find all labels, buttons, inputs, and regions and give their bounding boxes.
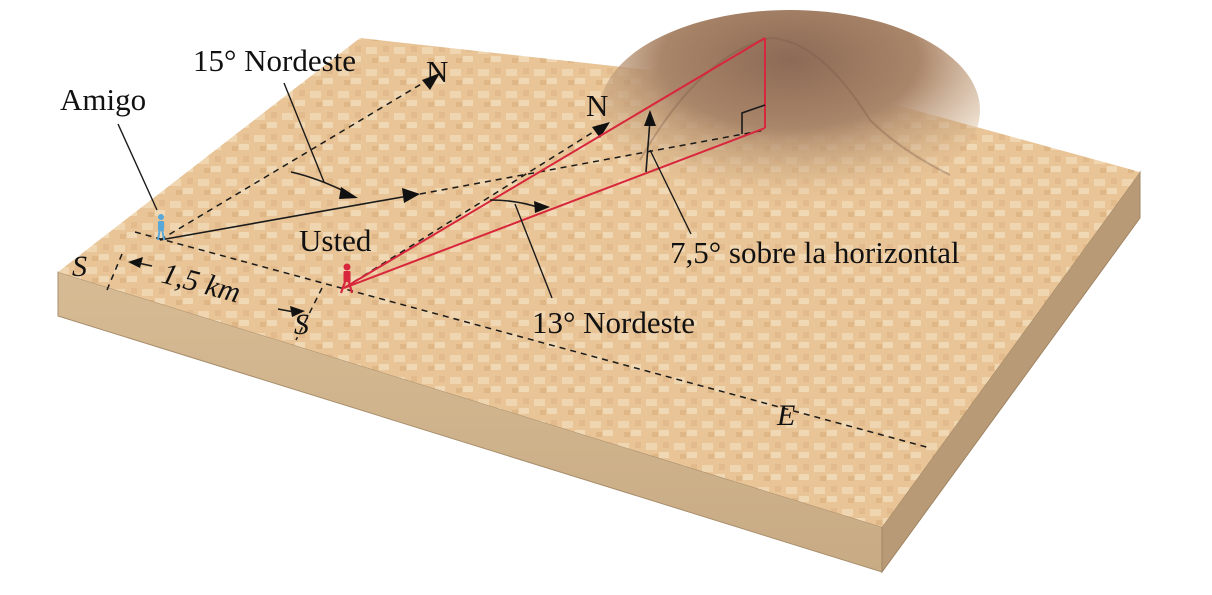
distance-dash-right: [277, 308, 295, 313]
your-north-line: [343, 128, 599, 289]
your-bearing-leader: [514, 203, 553, 299]
friend-bearing-label: 15° Nordeste: [193, 43, 356, 78]
friend-sight-line: [159, 195, 409, 241]
terrain-slab: [57, 10, 1141, 574]
distance-arrow-right: [290, 306, 305, 317]
your-lines: [343, 37, 766, 289]
south-east-baseline: [134, 231, 931, 449]
north-label-you: N: [586, 88, 608, 123]
friend-label: Amigo: [60, 82, 146, 117]
your-elevation-line: [343, 37, 766, 289]
distance-dash-left: [137, 262, 153, 267]
leader-lines: [117, 82, 692, 299]
you-figure: [339, 263, 354, 294]
mountain: [600, 10, 980, 210]
friend-leader: [117, 123, 158, 211]
friend-lines: [159, 73, 766, 241]
north-label-friend: N: [426, 54, 448, 89]
friend-sight-arrowhead: [402, 188, 420, 203]
friend-angle-arrowhead: [339, 187, 358, 199]
you-tick: [295, 287, 323, 341]
your-sight-line: [343, 127, 766, 289]
person-icon: [157, 214, 165, 241]
east-label: E: [776, 399, 795, 432]
elevation-label: 7,5° sobre la horizontal: [670, 235, 960, 270]
person-icon: [339, 263, 354, 294]
friend-north-arrowhead: [422, 73, 440, 90]
distance-arrow-left: [128, 257, 143, 268]
friend-bearing-leader: [283, 82, 325, 183]
south-label-you: S: [294, 308, 309, 341]
mountain-ridge: [639, 36, 951, 176]
you-label: Usted: [299, 223, 372, 258]
elevation-arc: [645, 119, 651, 173]
your-bearing-label: 13° Nordeste: [532, 305, 695, 340]
south-label-friend: S: [72, 250, 87, 283]
friend-north-line: [159, 79, 429, 241]
elevation-arrowhead: [644, 110, 656, 126]
right-angle-mark: [741, 104, 766, 134]
slab-side-face: [881, 170, 1141, 574]
friend-sight-extension: [419, 129, 766, 195]
distance-marker: [106, 253, 323, 341]
your-angle-arrowhead: [534, 201, 550, 213]
elevation-leader: [649, 149, 692, 235]
your-north-arrowhead: [592, 122, 610, 138]
friend-figure: [157, 214, 165, 241]
